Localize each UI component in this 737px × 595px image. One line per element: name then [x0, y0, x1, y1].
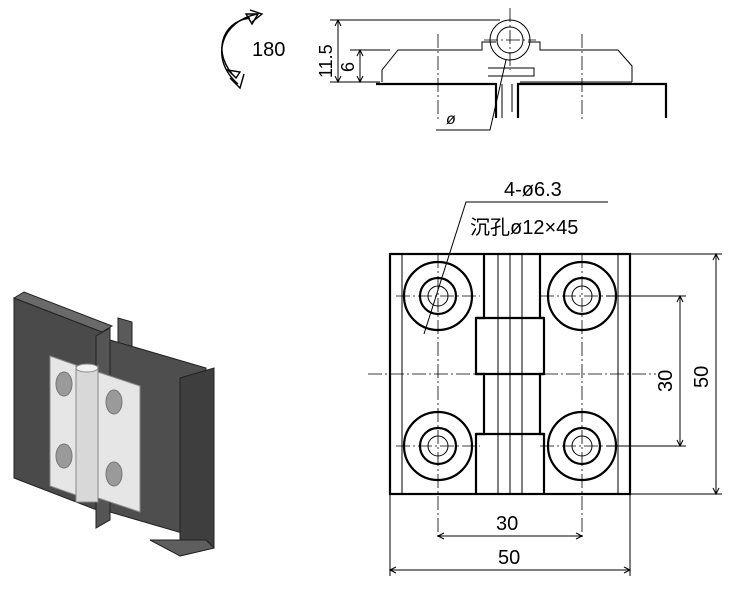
isometric-view — [12, 291, 215, 557]
rotation-arc — [220, 13, 259, 85]
dim-plate-height: 6 — [338, 62, 358, 72]
mounting-profile-left — [376, 82, 498, 118]
iso-hole-4 — [105, 461, 123, 487]
rotation-label: 180 — [252, 39, 285, 61]
rotation-arrowhead-top — [249, 9, 264, 23]
top-view: 4-ø6.3 沉孔ø12×45 30 50 30 50 — [368, 179, 722, 576]
diameter-symbol: ø — [446, 111, 456, 128]
left-leaf-profile — [381, 41, 496, 82]
iso-hole-2 — [55, 443, 73, 469]
rotation-indicator: 180 — [220, 9, 285, 90]
iso-hole-3 — [105, 389, 123, 415]
hole-callout-leader — [423, 201, 608, 335]
hole-callout: 4-ø6.3 — [504, 179, 562, 201]
hinge-plate-section — [488, 67, 535, 77]
dim-overall-width: 50 — [498, 547, 520, 569]
right-leaf-profile — [528, 41, 633, 82]
diameter-leader — [436, 59, 507, 131]
dim-total-height: 11.5 — [316, 44, 336, 78]
dim-overall-height: 50 — [691, 366, 713, 388]
dim-hole-spacing-h: 30 — [496, 513, 518, 535]
hinge-knuckle — [75, 365, 99, 503]
side-view: 11.5 6 ø — [316, 8, 668, 131]
dim-hole-spacing-v: 30 — [655, 370, 677, 392]
mounting-profile-right — [516, 82, 668, 118]
iso-hole-1 — [55, 371, 73, 397]
rotation-arrowhead-bottom — [229, 73, 245, 90]
countersink-callout: 沉孔ø12×45 — [470, 216, 578, 239]
